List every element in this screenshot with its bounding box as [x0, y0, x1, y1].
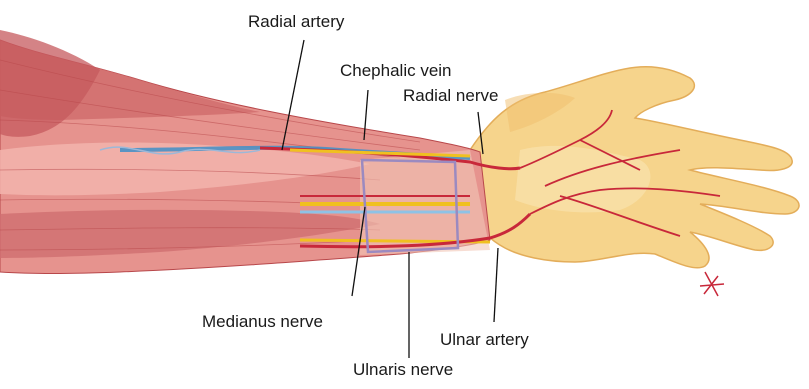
artist-mark: [700, 272, 724, 296]
label-medianus-nerve: Medianus nerve: [202, 312, 323, 332]
label-radial-nerve: Radial nerve: [403, 86, 498, 106]
label-radial-artery: Radial artery: [248, 12, 344, 32]
leader-ulnar-artery: [494, 248, 498, 322]
label-ulnaris-nerve: Ulnaris nerve: [353, 360, 453, 380]
label-ulnar-artery: Ulnar artery: [440, 330, 529, 350]
label-cephalic-vein: Chephalic vein: [340, 61, 452, 81]
